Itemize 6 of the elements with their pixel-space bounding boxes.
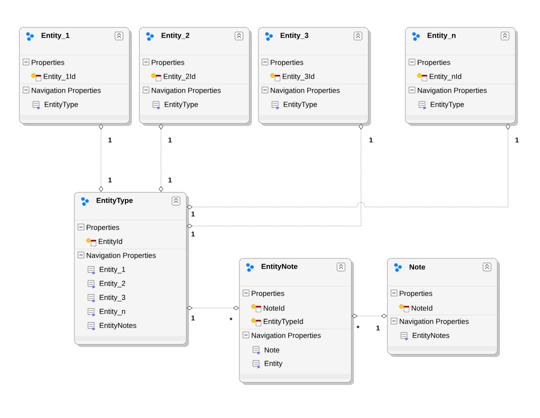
connector xyxy=(186,124,510,210)
connector xyxy=(98,124,104,192)
connector xyxy=(186,124,364,228)
connector xyxy=(186,306,239,310)
connector xyxy=(352,314,387,318)
connector xyxy=(158,124,164,192)
